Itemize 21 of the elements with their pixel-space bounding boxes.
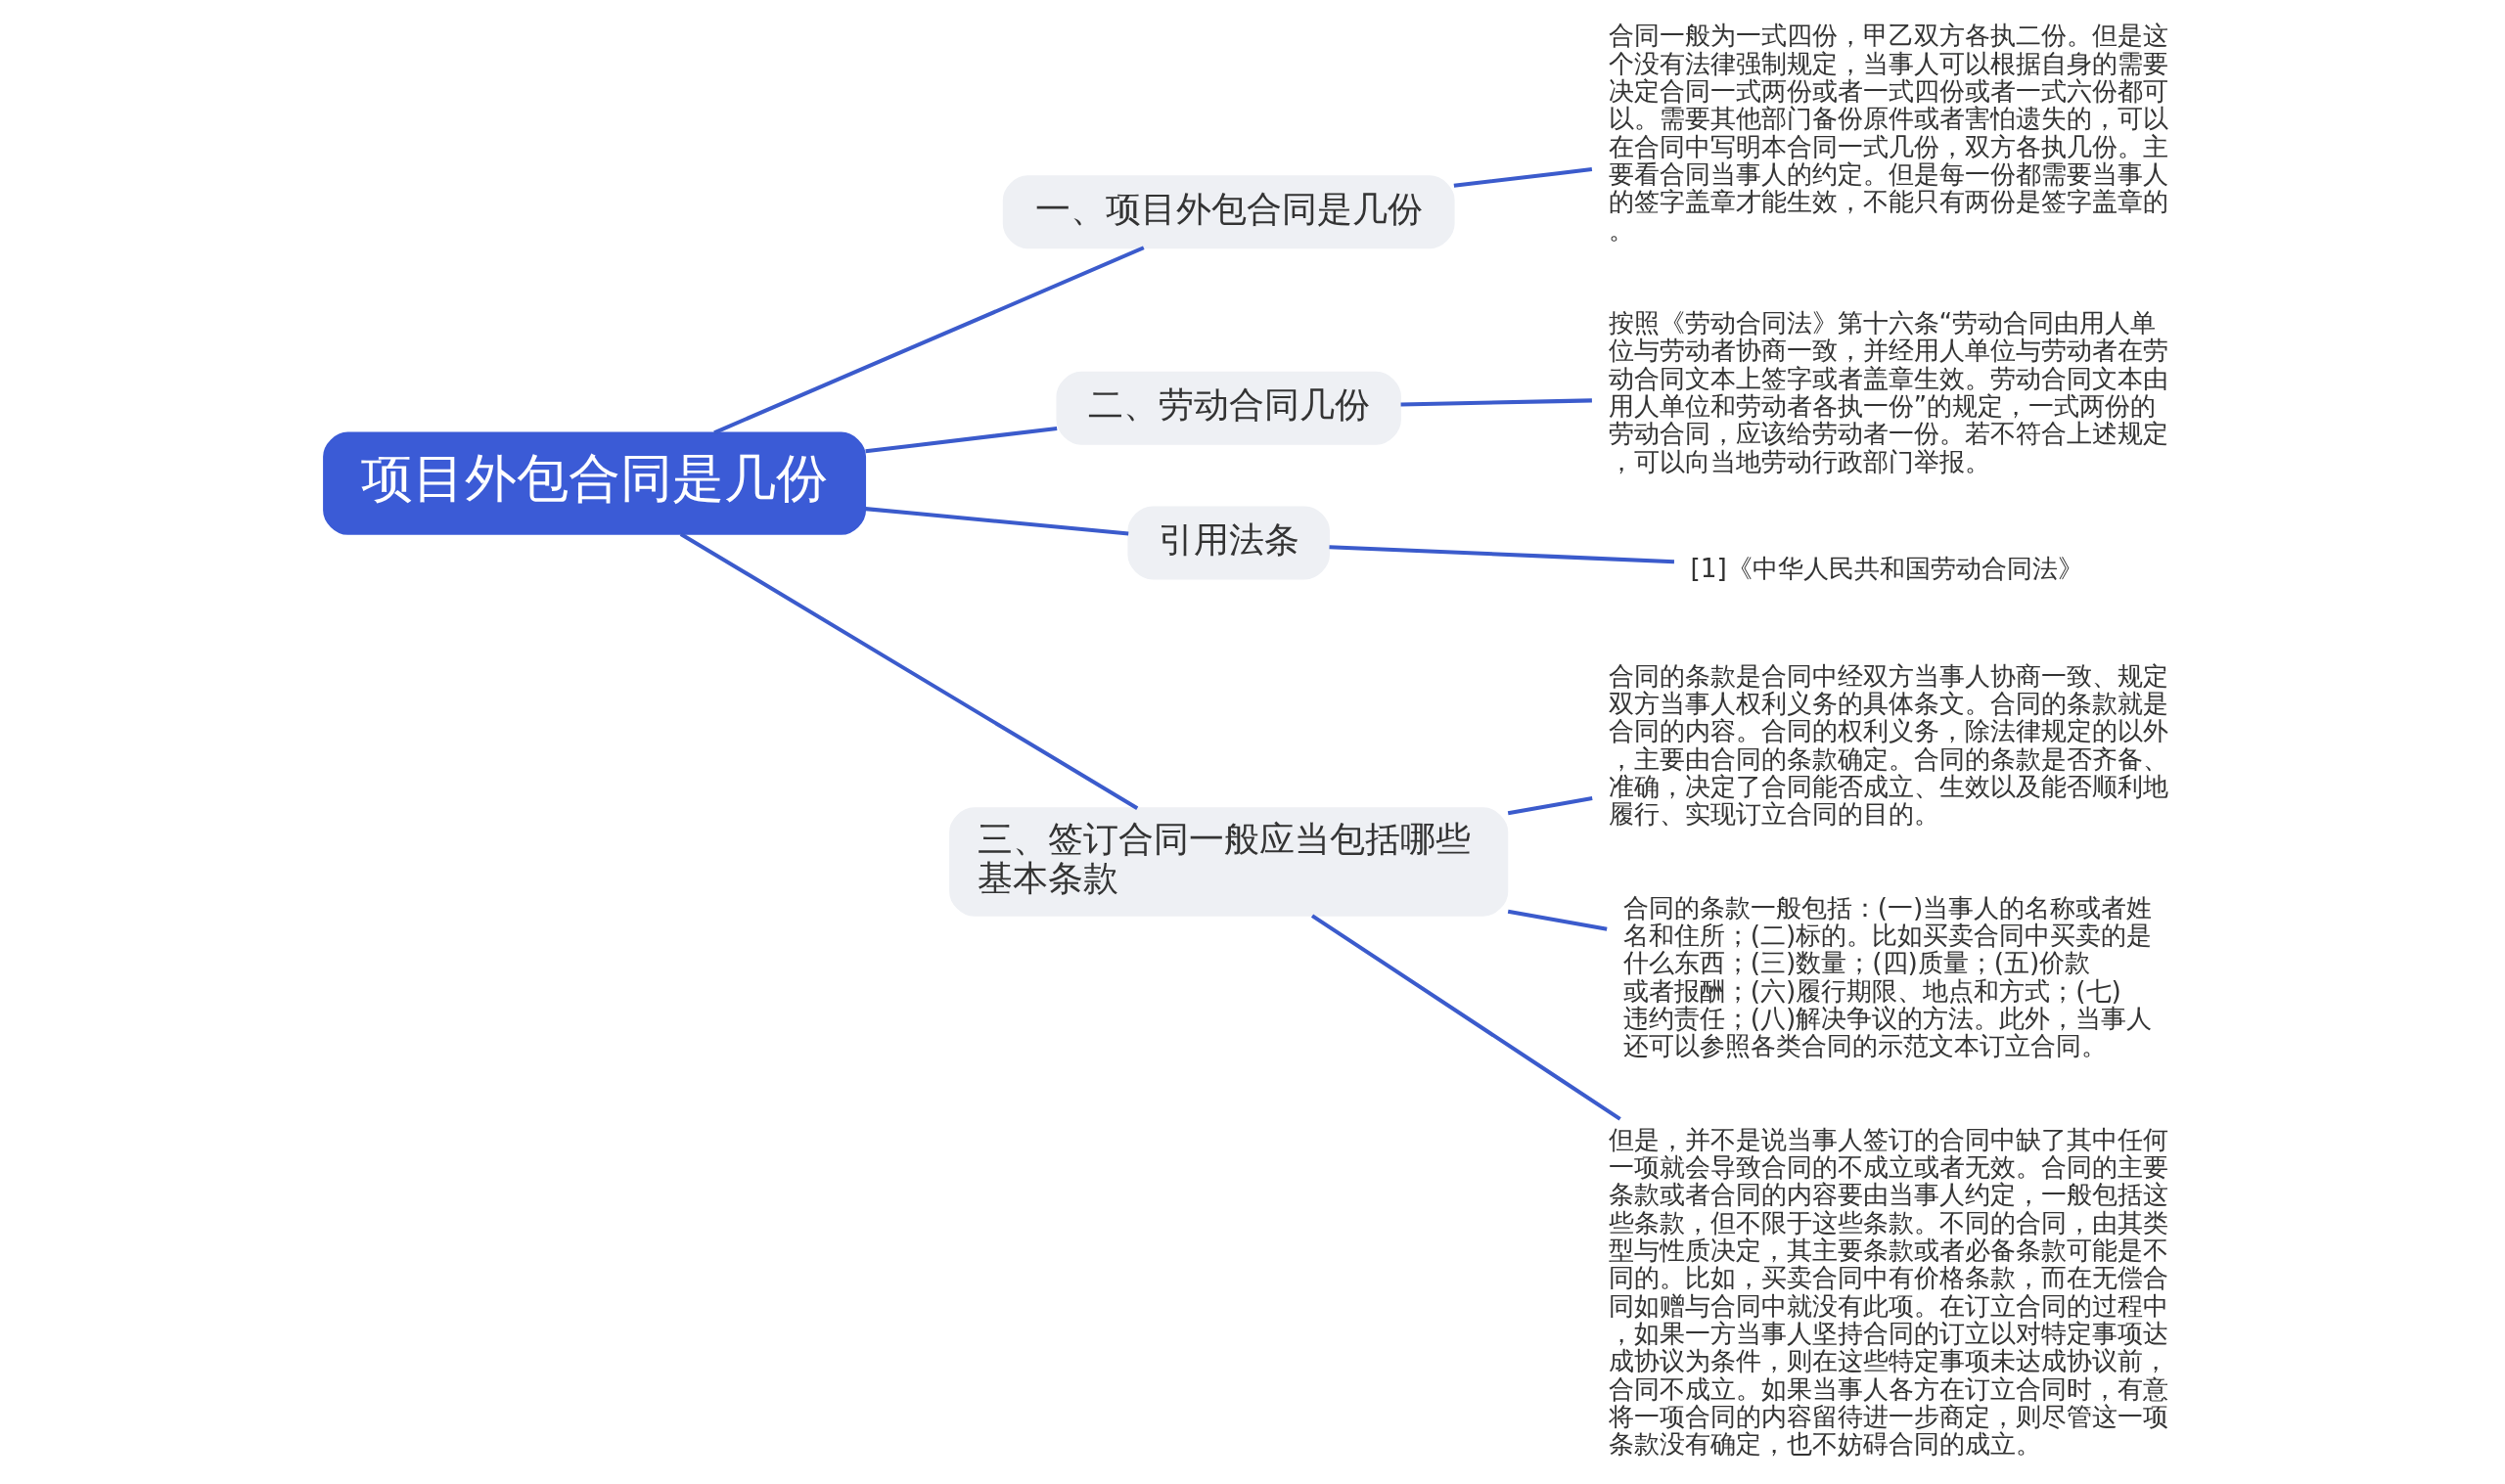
node-text: 合同一般为一式四份，甲乙双方各执二份。但是这个没有法律强制规定，当事人可以根据自身的需要决定合同一式两份或者一式四份或者一式六份都可以。需要其他部门备份原件或者害怕遗失的，可以在合同中写明本合同一式几份，双方各执几份。主要看合同当事人的约定。但是每一份都需要当事人的签字盖章才能生效，不能只有两份是签字盖章的。 xyxy=(1608,21,2168,245)
node-text: 合同的条款是合同中经双方当事人协商一致、规定双方当事人权利义务的具体条文。合同的条款就是合同的内容。合同的权利义务，除法律规定的以外，主要由合同的条款确定。合同的条款是否齐备、准确，决定了合同能否成立、生效以及能否顺利地履行、实现订立合同的目的。 xyxy=(1608,660,2168,830)
connector xyxy=(865,507,1129,536)
node-text: 按照《劳动合同法》第十六条“劳动合同由用人单位与劳动者协商一致，并经用人单位与劳动者在劳动合同文本上签字或者盖章生效。劳动合同文本由用人单位和劳动者各执一份”的规定，一式两份的劳动合同，应该给劳动者一份。若不符合上述规定，可以向当地劳动行政部门举报。 xyxy=(1608,308,2168,476)
node-box: 三、签订合同一般应当包括哪些基本条款 xyxy=(949,807,1509,917)
node-box: 引用法条 xyxy=(1127,506,1330,580)
connector xyxy=(1507,796,1593,816)
connector xyxy=(1310,914,1621,1121)
connector xyxy=(1453,167,1593,188)
connector xyxy=(1507,909,1608,931)
node-text: 合同的条款一般包括：(一)当事人的名称或者姓名和住所；(二)标的。比如买卖合同中买卖的是什么东西；(三)数量；(四)质量；(五)价款或者报酬；(六)履行期限、地点和方式；(七)违约责任；(八)解决争议的方法。此外，当事人还可以参照各类合同的示范文本订立合同。 xyxy=(1622,892,2153,1061)
node-box: 二、劳动合同几份 xyxy=(1056,371,1401,445)
node-text: [1]《中华人民共和国劳动合同法》 xyxy=(1690,554,2083,584)
connector xyxy=(1400,398,1592,407)
node-box: 一、项目外包合同是几份 xyxy=(1002,175,1455,249)
connector xyxy=(865,426,1058,454)
connector xyxy=(1329,545,1675,564)
connector xyxy=(679,532,1139,810)
node-text: 但是，并不是说当事人签订的合同中缺了其中任何一项就会导致合同的不成立或者无效。合同的主要条款或者合同的内容要由当事人约定，一般包括这些条款，但不限于这些条款。不同的合同，由其类型与性质决定，其主要条款或者必备条款可能是不同的。比如，买卖合同中有价格条款，而在无偿合同如赠与合同中就没有此项。在订立合同的过程中，如果一方当事人坚持合同的订立以对特定事项达成协议为条件，则在这些特定事项未达成协议前，合同不成立。如果当事人各方在订立合同时，有意将一项合同的内容留待进一步商定，则尽管这一项条款没有确定，也不妨碍合同的成立。 xyxy=(1608,1124,2168,1460)
node-box: 项目外包合同是几份 xyxy=(323,431,867,535)
connector xyxy=(713,246,1145,435)
